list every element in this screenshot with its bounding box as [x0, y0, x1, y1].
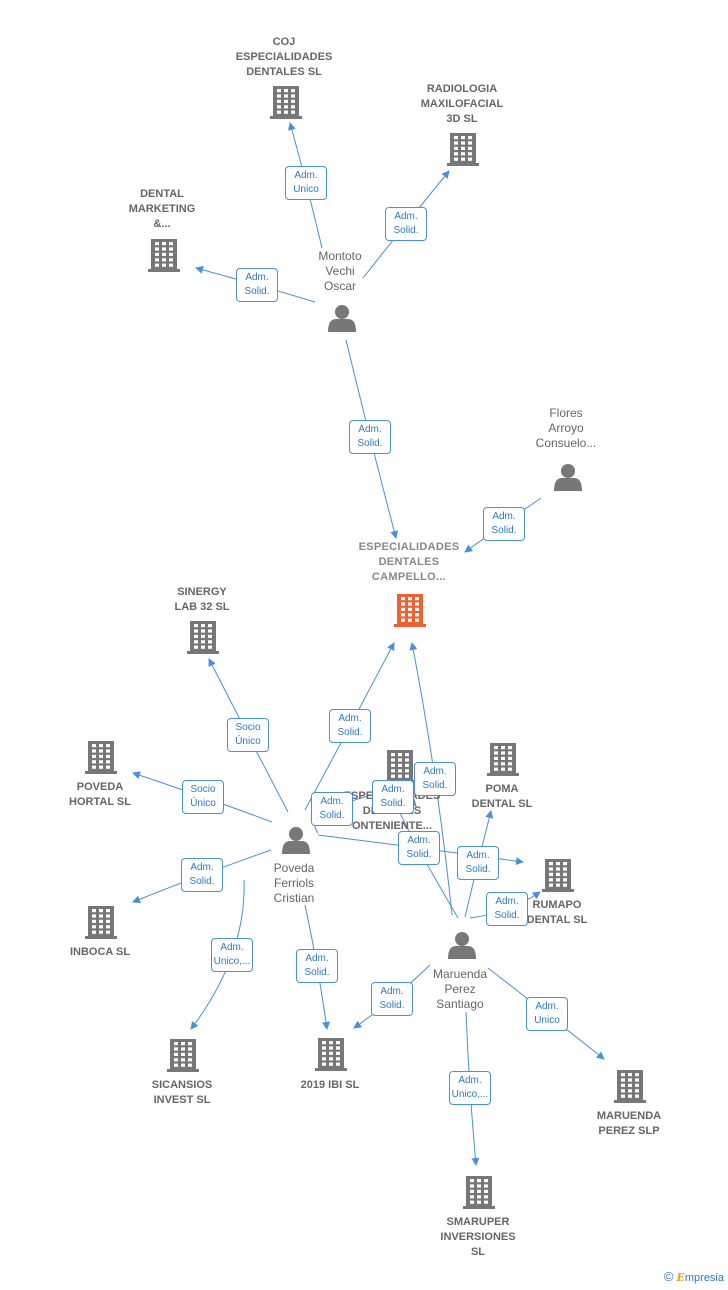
radiologia-label[interactable]: RADIOLOGIA MAXILOFACIAL 3D SL [420, 83, 504, 125]
coj-label[interactable]: COJ ESPECIALIDADES DENTALES SL [235, 36, 333, 78]
role-badge-maruenda-to-main[interactable]: Adm. Solid. [414, 762, 456, 796]
role-badge-poveda_f-to-ibi[interactable]: Adm. Solid. [296, 949, 338, 983]
flores-label[interactable]: Flores Arroyo Consuelo... [535, 406, 597, 450]
dental_mk-label[interactable]: DENTAL MARKETING &... [128, 188, 196, 230]
role-badge-poveda_f-to-main[interactable]: Adm. Solid. [329, 709, 371, 743]
main-label[interactable]: ESPECIALIDADES DENTALES CAMPELLO... [358, 541, 460, 583]
role-badge-maruenda-to-maruenda_slp[interactable]: Adm. Unico [526, 997, 568, 1031]
poveda_f-label[interactable]: Poveda Ferriols Cristian [273, 861, 315, 905]
maruenda-person-icon[interactable] [448, 932, 476, 959]
maruenda_slp-building-icon[interactable] [614, 1070, 646, 1103]
role-badge-montoto-to-coj[interactable]: Adm. Unico [285, 166, 327, 200]
onteniente-building-icon[interactable] [384, 750, 416, 783]
empresia-credit[interactable]: © Empresia [664, 1269, 724, 1284]
role-badge-poveda_f-to-poveda_h[interactable]: Socio Único [182, 780, 224, 814]
sinergy-building-icon[interactable] [187, 621, 219, 654]
role-badge-maruenda-to-rumapo[interactable]: Adm. Solid. [486, 892, 528, 926]
role-badge-poveda_f-to-sicansios[interactable]: Adm. Unico,... [211, 938, 253, 972]
rumapo-building-icon[interactable] [542, 859, 574, 892]
copyright-symbol: © [663, 1269, 674, 1284]
maruenda-label[interactable]: Maruenda Perez Santiago [432, 967, 488, 1011]
sicansios-building-icon[interactable] [167, 1039, 199, 1072]
role-badge-poveda_f-to-sinergy[interactable]: Socio Único [227, 718, 269, 752]
role-badge-poveda_f-to-rumapo[interactable]: Adm. Solid. [398, 831, 440, 865]
role-badge-poveda_f-to-onteniente[interactable]: Adm. Solid. [311, 792, 353, 826]
sicansios-label[interactable]: SICANSIOS INVEST SL [151, 1079, 213, 1106]
smaruper-label[interactable]: SMARUPER INVERSIONES SL [440, 1216, 516, 1258]
smaruper-building-icon[interactable] [463, 1176, 495, 1209]
role-badge-flores-to-main[interactable]: Adm. Solid. [483, 507, 525, 541]
poveda_h-building-icon[interactable] [85, 741, 117, 774]
maruenda_slp-label[interactable]: MARUENDA PEREZ SLP [596, 1110, 662, 1137]
ibi-building-icon[interactable] [315, 1038, 347, 1071]
coj-building-icon[interactable] [270, 86, 302, 119]
montoto-label[interactable]: Montoto Vechi Oscar [318, 249, 362, 293]
flores-person-icon[interactable] [554, 464, 582, 491]
radiologia-building-icon[interactable] [447, 133, 479, 166]
brand-initial: E [676, 1271, 685, 1284]
poma-building-icon[interactable] [487, 743, 519, 776]
role-badge-maruenda-to-smaruper[interactable]: Adm. Unico,... [449, 1071, 491, 1105]
role-badge-maruenda-to-ibi[interactable]: Adm. Solid. [371, 982, 413, 1016]
role-badge-montoto-to-radiologia[interactable]: Adm. Solid. [385, 207, 427, 241]
role-badge-montoto-to-main[interactable]: Adm. Solid. [349, 420, 391, 454]
role-badge-maruenda-to-poma[interactable]: Adm. Solid. [457, 846, 499, 880]
role-badge-montoto-to-dental_mk[interactable]: Adm. Solid. [236, 268, 278, 302]
poma-label[interactable]: POMA DENTAL SL [471, 783, 533, 810]
role-badge-maruenda-to-onteniente[interactable]: Adm. Solid. [372, 780, 414, 814]
dental_mk-building-icon[interactable] [148, 239, 180, 272]
ibi-label[interactable]: 2019 IBI SL [300, 1079, 360, 1091]
poveda_f-person-icon[interactable] [282, 827, 310, 854]
sinergy-label[interactable]: SINERGY LAB 32 SL [174, 586, 230, 613]
montoto-person-icon[interactable] [328, 305, 356, 332]
rumapo-label[interactable]: RUMAPO DENTAL SL [526, 899, 588, 926]
inboca-building-icon[interactable] [85, 906, 117, 939]
role-badge-poveda_f-to-inboca[interactable]: Adm. Solid. [181, 858, 223, 892]
brand-name: mpresia [684, 1272, 724, 1284]
inboca-label[interactable]: INBOCA SL [69, 946, 131, 958]
poveda_h-label[interactable]: POVEDA HORTAL SL [69, 781, 131, 808]
main-building-icon[interactable] [394, 594, 426, 627]
